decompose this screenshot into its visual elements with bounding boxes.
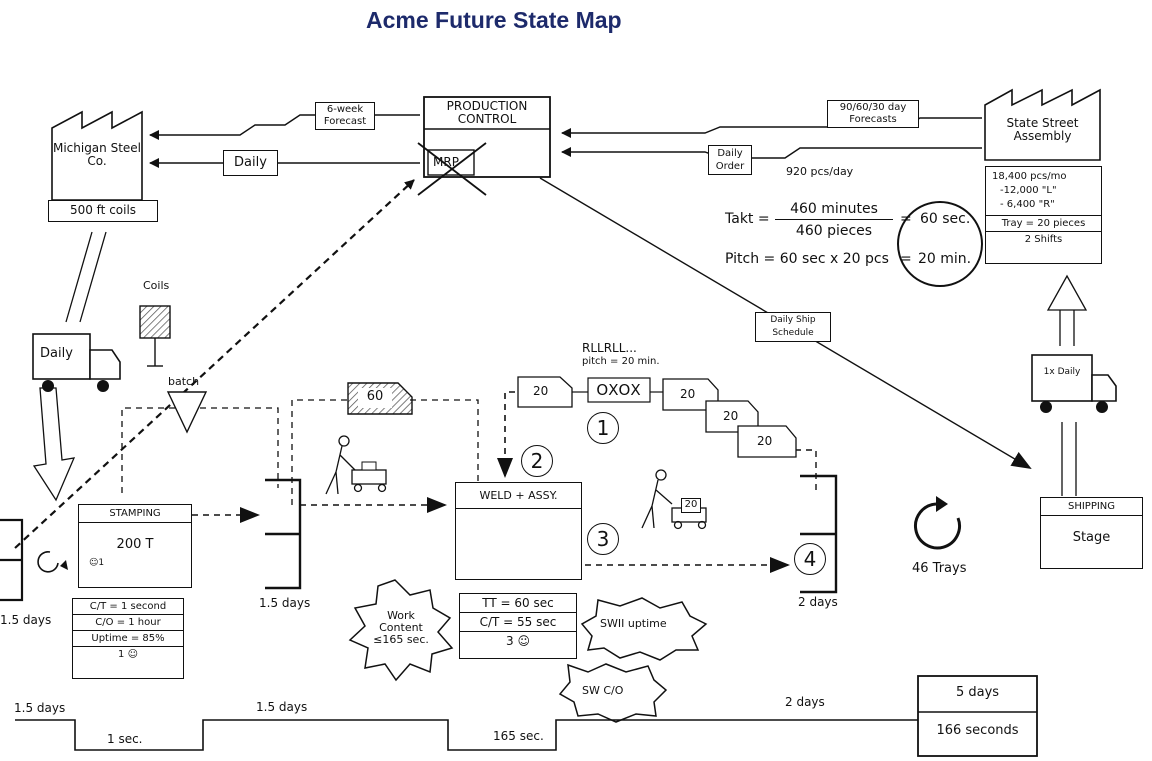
timeline-lead-2: 1.5 days	[256, 701, 307, 714]
takt-label: Takt =	[725, 212, 770, 227]
stamping-ct: C/T = 1 second	[73, 599, 183, 615]
pitch-label: Pitch = 60 sec x 20 pcs	[725, 252, 889, 267]
customer-name: State Street Assembly	[985, 117, 1100, 143]
weld-data-box: TT = 60 sec C/T = 55 sec 3 ☺	[459, 593, 577, 659]
kaizen-uptime: SWII uptime	[600, 618, 667, 630]
weld-process: WELD + ASSY.	[455, 482, 582, 580]
shipping-stage: Stage	[1041, 530, 1142, 545]
kanban-card-1: 20	[533, 385, 548, 398]
forecast-90-arrow	[562, 118, 982, 133]
total-lead-time: 5 days	[918, 686, 1037, 700]
stamping-operators: 1	[98, 558, 104, 568]
trays-label: 46 Trays	[912, 562, 966, 576]
timeline-lead-1: 1.5 days	[14, 702, 65, 715]
customer-right: - 6,400 "R"	[992, 198, 1095, 212]
weld-name: WELD + ASSY.	[456, 483, 581, 509]
cart-kanban: 20	[681, 498, 701, 513]
customer-data-box: 18,400 pcs/mo -12,000 "L" - 6,400 "R" Tr…	[985, 166, 1102, 264]
supplier-material: 500 ft coils	[48, 200, 158, 222]
kanban-card-4: 20	[757, 435, 772, 448]
daily-order-label: Daily Order	[708, 145, 752, 175]
step-2: 2	[521, 445, 553, 477]
step-1: 1	[587, 412, 619, 444]
supplier-name: Michigan Steel Co.	[52, 142, 142, 168]
timeline-lead-3: 2 days	[785, 696, 825, 709]
pitch-equals: =	[900, 252, 912, 267]
stamping-process: STAMPING 200 T ☺1	[78, 504, 192, 588]
stamping-press: 200 T	[79, 537, 191, 552]
stamping-co: C/O = 1 hour	[73, 615, 183, 631]
forecast-6week-label: 6-week Forecast	[315, 102, 375, 130]
kanban-card-2: 20	[680, 388, 695, 401]
stamping-data-box: C/T = 1 second C/O = 1 hour Uptime = 85%…	[72, 598, 184, 679]
kaizen-work-content: Work Content ≤165 sec.	[370, 610, 432, 646]
takt-equals: =	[900, 212, 912, 227]
takt-denominator: 460 pieces	[775, 224, 893, 239]
customer-shifts: 2 Shifts	[986, 232, 1101, 247]
stamping-operator-count: 1	[118, 649, 124, 660]
timeline-process-2: 165 sec.	[493, 730, 544, 743]
total-process-time: 166 seconds	[918, 724, 1037, 738]
production-control-label: PRODUCTION CONTROL	[424, 100, 550, 126]
takt-value: 60 sec.	[920, 212, 970, 227]
supplier-truck-label: Daily	[40, 347, 73, 361]
heijunka-sequence: RLLRLL...	[582, 342, 637, 355]
stamping-uptime: Uptime = 85%	[73, 631, 183, 647]
takt-numerator: 460 minutes	[775, 202, 893, 220]
timeline-process-1: 1 sec.	[107, 733, 143, 746]
inventory-before-shipping: 2 days	[798, 596, 838, 609]
forecast-6week-arrow	[150, 115, 420, 135]
weld-ct: C/T = 55 sec	[460, 613, 576, 632]
shipping-box: SHIPPING Stage	[1040, 497, 1143, 569]
kanban-card-3: 20	[723, 410, 738, 423]
pcs-per-day: 920 pcs/day	[786, 166, 853, 178]
daily-order-arrow	[562, 148, 982, 158]
pitch-value: 20 min.	[918, 252, 971, 267]
operator-icon: ☺	[89, 558, 98, 568]
customer-tray: Tray = 20 pieces	[986, 216, 1101, 232]
daily-ship-schedule-label: Daily Ship Schedule	[755, 312, 831, 342]
step-4: 4	[794, 543, 826, 575]
operator-icon: ☺	[128, 649, 138, 660]
page-title: Acme Future State Map	[366, 8, 622, 33]
customer-left: -12,000 "L"	[992, 184, 1095, 198]
batch-label: batch	[168, 376, 199, 388]
stamping-name: STAMPING	[79, 505, 191, 523]
step-3: 3	[587, 523, 619, 555]
customer-truck-label: 1x Daily	[1040, 368, 1084, 378]
mrp-label: MRP	[433, 156, 459, 169]
operator-icon: ☺	[517, 634, 530, 648]
timeline-ladder	[15, 720, 918, 750]
kaizen-changeover: SW C/O	[582, 685, 623, 697]
heijunka-pitch: pitch = 20 min.	[582, 356, 660, 367]
weld-tt: TT = 60 sec	[460, 594, 576, 613]
kanban-60-label: 60	[358, 390, 392, 404]
shipping-name: SHIPPING	[1041, 498, 1142, 516]
inventory-steel: 1.5 days	[0, 614, 51, 627]
heijunka-box: OXOX	[588, 382, 650, 399]
forecast-90-label: 90/60/30 day Forecasts	[827, 100, 919, 128]
customer-monthly: 18,400 pcs/mo	[992, 170, 1095, 184]
daily-supplier-label: Daily	[223, 150, 278, 176]
coils-label: Coils	[143, 280, 169, 292]
inventory-after-stamping: 1.5 days	[259, 597, 310, 610]
weld-operator-count: 3	[506, 634, 514, 648]
